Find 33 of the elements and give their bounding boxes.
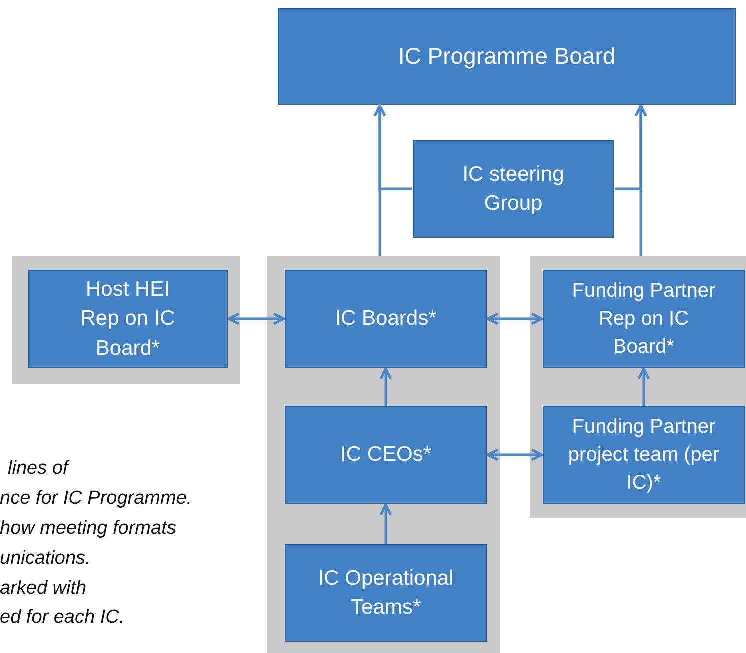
note-text: nce for IC Programme. [0, 488, 192, 510]
box-label: IC Boards* [335, 306, 437, 332]
box-label: IC CEOs* [340, 442, 432, 468]
arrow [374, 104, 412, 190]
box-label: Funding Partner Rep on IC Board* [571, 279, 717, 360]
box-label: IC Operational Teams* [317, 566, 455, 621]
note-text: how meeting formats [0, 518, 176, 540]
note-text: lines of [8, 458, 68, 480]
arrow [486, 448, 544, 462]
arrow [638, 368, 650, 406]
group-panel [530, 256, 746, 518]
process-box [413, 140, 614, 238]
note-text: unications. [0, 548, 91, 570]
process-box [285, 270, 487, 368]
box-label: Host HEI Rep on IC Board* [80, 276, 176, 362]
note-text: arked with [0, 578, 87, 600]
arrow [228, 312, 286, 326]
arrow [486, 312, 544, 326]
box-label: IC Programme Board [398, 42, 616, 72]
process-box [543, 406, 745, 504]
process-box [543, 270, 745, 368]
group-panel [267, 256, 500, 653]
process-box [28, 270, 228, 368]
note-text: ed for each IC. [0, 607, 125, 629]
arrow [380, 504, 392, 544]
box-label: IC steering Group [462, 162, 566, 217]
process-box [285, 544, 487, 642]
group-panel [12, 256, 240, 384]
process-box [285, 406, 487, 504]
arrow [615, 104, 648, 190]
process-box [278, 8, 736, 105]
arrow [380, 368, 392, 406]
box-label: Funding Partner project team (per IC)* [568, 415, 720, 496]
